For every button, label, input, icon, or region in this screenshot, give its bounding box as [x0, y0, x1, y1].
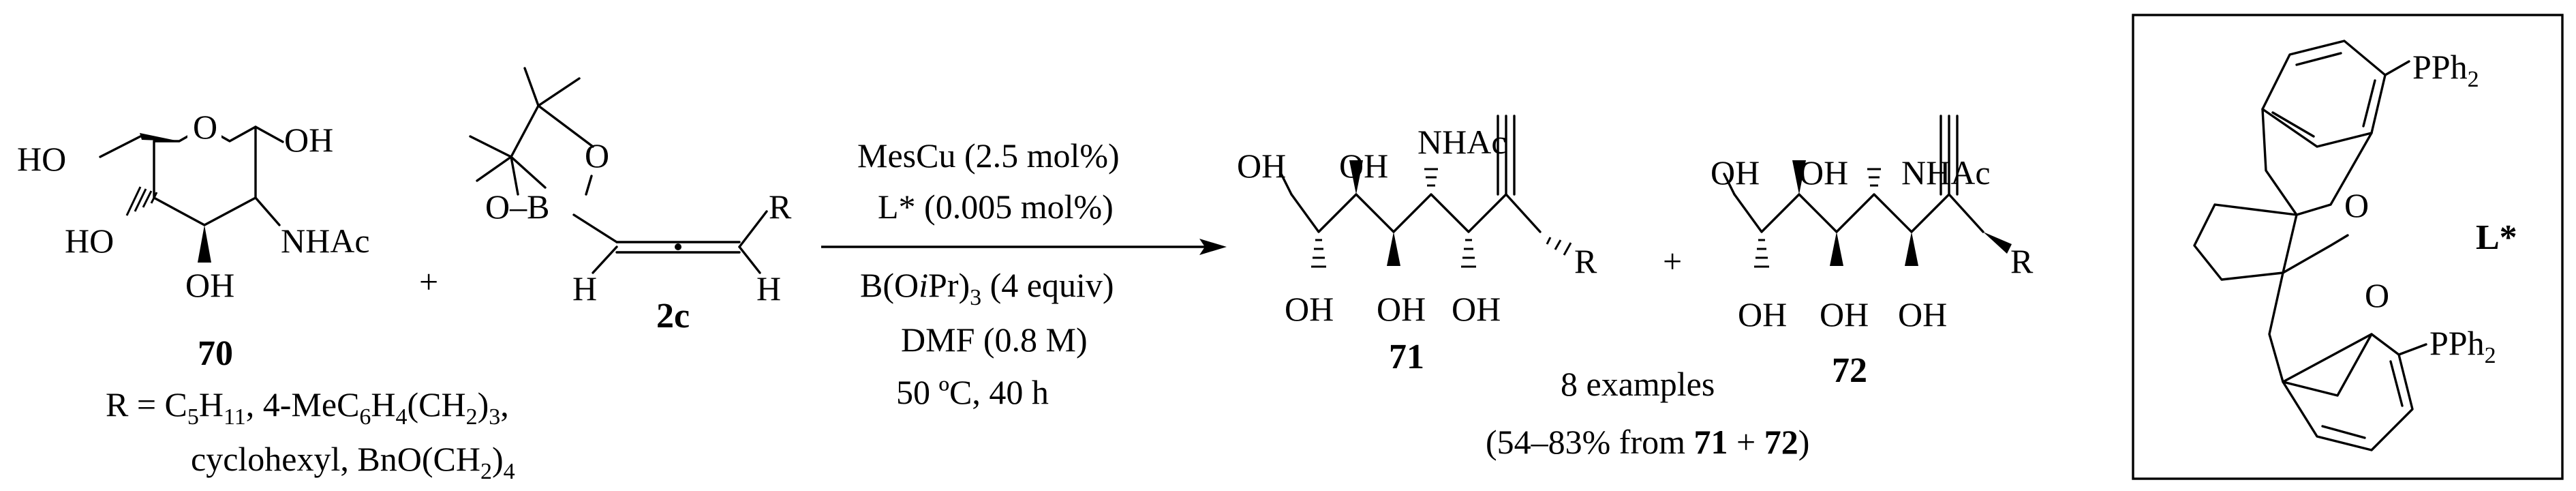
ligand-id: L* [2476, 218, 2517, 257]
ligand-box: PPh2 O O PPh2 L* [2132, 14, 2564, 480]
r-group-line-1: R = C5H11, 4-MeC6H4(CH2)3, [106, 385, 509, 430]
h-right-label: H [756, 269, 781, 308]
top-oh-2: OH [1799, 153, 1848, 192]
r-label: R [769, 188, 792, 226]
yield-range: (54–83% from 71 + 72) [1486, 423, 1809, 461]
bot-oh-2: OH [1377, 290, 1426, 328]
pph2-bottom-label: PPh2 [2429, 324, 2496, 368]
reaction-arrow-group: MesCu (2.5 mol%) L* (0.005 mol%) B(OiPr)… [821, 136, 1227, 411]
bot-oh-3: OH [1452, 290, 1501, 328]
condition-below-3: 50 ºC, 40 h [896, 373, 1049, 411]
anomeric-oh-label: OH [284, 121, 333, 159]
examples-count: 8 examples [1561, 365, 1715, 403]
plus-sign-1: + [419, 263, 438, 301]
compound-72-id: 72 [1832, 351, 1867, 390]
hashed-bond [1754, 239, 1769, 268]
hashed-bond [1424, 168, 1438, 187]
top-oh-1: OH [1237, 147, 1286, 185]
compound-2c-id: 2c [656, 297, 690, 336]
pph2-top-label: PPh2 [2412, 48, 2479, 92]
hashed-bond [1311, 239, 1326, 268]
r-group-line-2: cyclohexyl, BnO(CH2)4 [191, 440, 515, 484]
compound-72: OH OH OH OH NHAc OH R 72 [1711, 115, 2034, 390]
plus-sign-2: + [1663, 242, 1682, 280]
top-oh-2: OH [1339, 147, 1388, 185]
hashed-bond [125, 186, 158, 216]
condition-above-2: L* (0.005 mol%) [878, 188, 1114, 226]
r-label: R [2010, 242, 2034, 280]
nhac-label: NHAc [281, 222, 370, 260]
compound-70-id: 70 [198, 334, 233, 373]
ring-o-top: O [2344, 186, 2369, 224]
compound-71-id: 71 [1389, 338, 1424, 376]
hashed-bond [1461, 239, 1476, 268]
hashed-bond [1546, 237, 1572, 256]
bot-oh-1: OH [1738, 295, 1787, 333]
bot-oh-2: OH [1820, 295, 1869, 333]
condition-above-1: MesCu (2.5 mol%) [857, 136, 1120, 175]
top-oh-1: OH [1711, 153, 1760, 192]
ho-mid-label: HO [65, 222, 114, 260]
compound-70: O OH HO HO OH NHAc 70 [17, 108, 370, 373]
ring-o-top-label: O [585, 136, 609, 175]
oh-bottom-label: OH [185, 266, 234, 304]
condition-below-2: DMF (0.8 M) [901, 321, 1088, 359]
ring-o-bottom: O [2365, 276, 2389, 314]
condition-below-1: B(OiPr)3 (4 equiv) [860, 266, 1114, 310]
r-group-definition: R = C5H11, 4-MeC6H4(CH2)3, cyclohexyl, B… [106, 385, 515, 484]
ho-left-label: HO [17, 140, 66, 178]
hashed-bond [1867, 168, 1881, 187]
compound-2c: O O–B R H H 2c [469, 67, 792, 336]
nhac-label: NHAc [1901, 153, 1991, 192]
compound-71: OH OH OH OH NHAc OH [1237, 115, 1597, 376]
h-left-label: H [572, 269, 597, 308]
nhac-label: NHAc [1417, 123, 1507, 161]
bot-oh-1: OH [1285, 290, 1334, 328]
ring-o-label: O [193, 108, 217, 146]
bot-oh-3: OH [1898, 295, 1947, 333]
r-label: R [1574, 242, 1597, 280]
